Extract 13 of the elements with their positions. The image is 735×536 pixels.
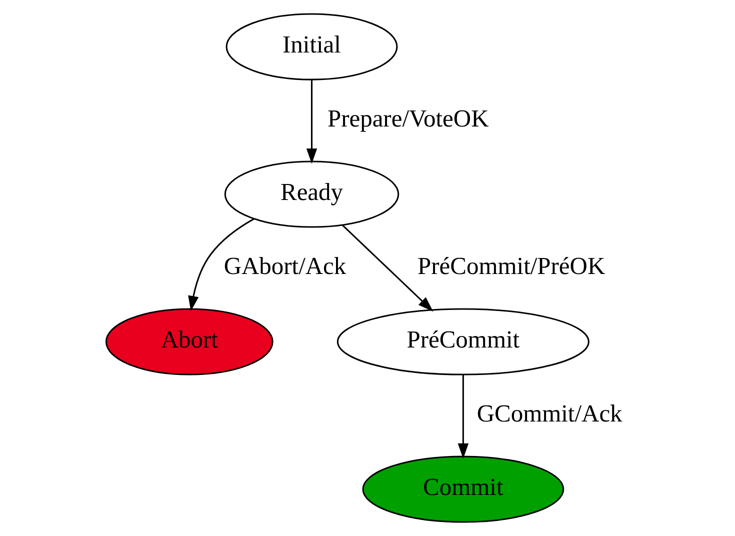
node-ellipse: Abort	[104, 308, 273, 376]
arrow	[341, 224, 433, 312]
arrow	[306, 80, 317, 164]
node-ellipse: PréCommit	[336, 308, 589, 376]
edge-label: GCommit/Ack	[476, 400, 622, 428]
node-ellipse: Ready	[224, 160, 399, 228]
arrow	[457, 374, 468, 459]
node-ellipse: Commit	[362, 456, 564, 523]
edge-label: GAbort/Ack	[223, 252, 346, 280]
node-ellipse: Initial	[225, 13, 398, 80]
edge-label: PréCommit/PréOK	[417, 252, 605, 280]
edge-label: Prepare/VoteOK	[326, 105, 488, 132]
arrow	[188, 218, 254, 312]
